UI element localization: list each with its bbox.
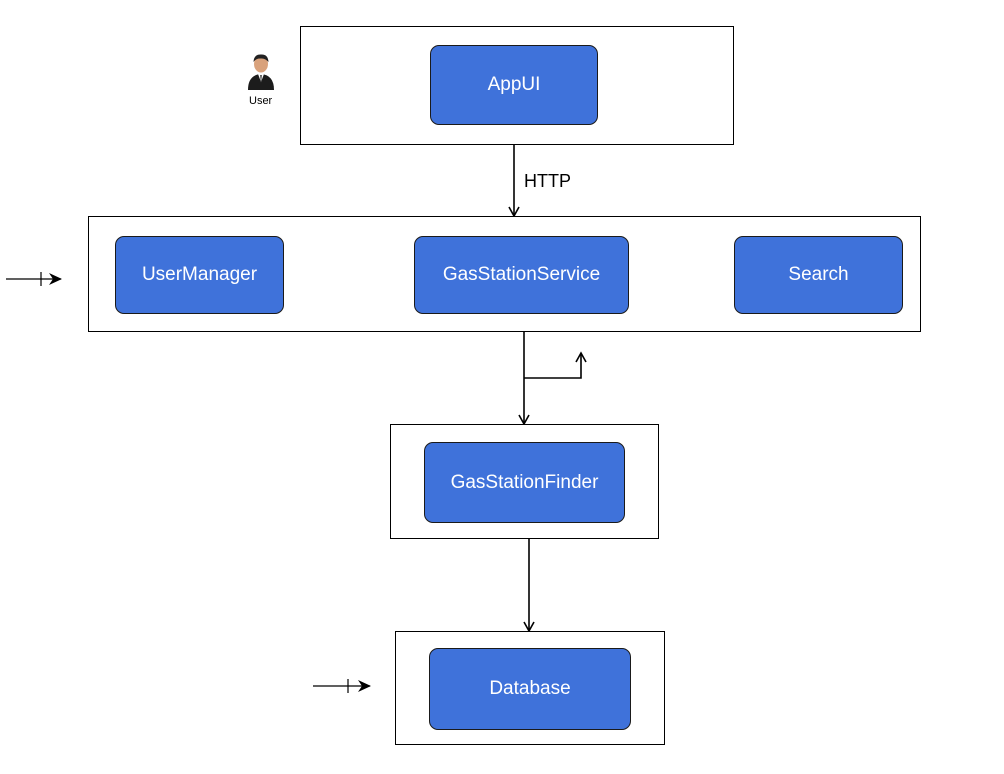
appui-component[interactable]: AppUI (430, 45, 598, 125)
http-label: HTTP (524, 171, 571, 191)
finder-tier-container: GasStationFinder (390, 424, 659, 539)
database-component[interactable]: Database (429, 648, 631, 730)
gas-station-finder-component[interactable]: GasStationFinder (424, 442, 625, 523)
user-manager-component[interactable]: UserManager (115, 236, 284, 314)
search-component[interactable]: Search (734, 236, 903, 314)
presentation-tier-container: AppUI (300, 26, 734, 145)
service-tier-container: UserManager GasStationService Search (88, 216, 921, 332)
branch-stub-connector (524, 351, 587, 379)
gas-station-service-component[interactable]: GasStationService (414, 236, 629, 314)
data-tier-container: Database (395, 631, 665, 745)
user-icon (246, 53, 276, 91)
user-label: User (249, 95, 273, 107)
